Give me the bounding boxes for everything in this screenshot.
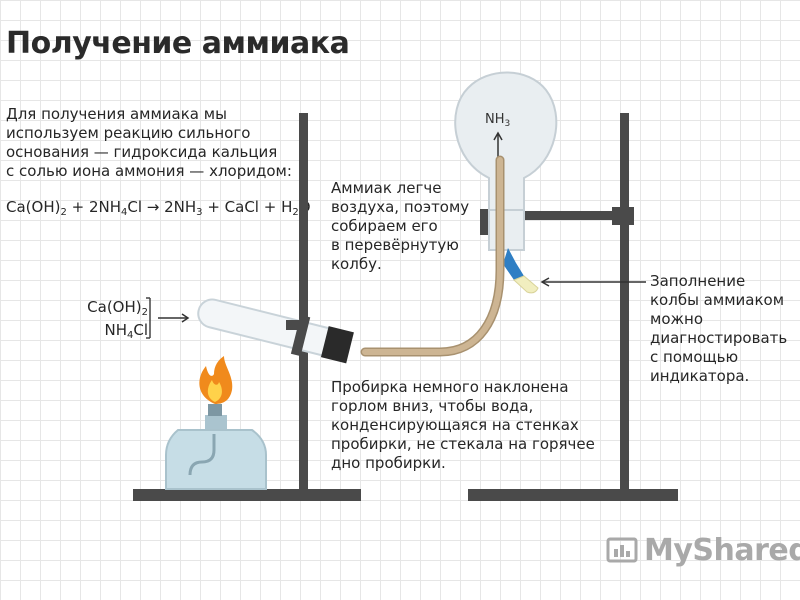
eq-part: Cl → 2NH <box>127 198 197 216</box>
eq-part: + 2NH <box>66 198 121 216</box>
reagent-sub: 4 <box>126 330 134 341</box>
right-clamp-boss <box>612 207 634 225</box>
note-line: Аммиак легче <box>331 179 442 197</box>
reaction-equation: Ca(OH)2 + 2NH4Cl → 2NH3 + CaCl + H2O <box>6 198 311 219</box>
reagent-arrow-head <box>181 313 190 323</box>
right-stand-base <box>468 489 678 501</box>
flame-core <box>207 380 222 402</box>
watermark-text: MyShared <box>644 533 800 568</box>
note-line: индикатора. <box>650 367 750 385</box>
wick-holder <box>208 404 222 416</box>
eq-sub: 4 <box>121 207 128 218</box>
flask-clamp-left <box>480 209 489 235</box>
note-indicator: Заполнение колбы аммиаком можно диагност… <box>650 272 798 386</box>
delivery-tube <box>362 157 503 355</box>
indicator-paper-dry <box>513 275 539 294</box>
flask-neck <box>488 209 525 251</box>
note-line: колбы аммиаком <box>650 291 785 309</box>
round-flask <box>454 71 558 211</box>
intro-line: используем реакцию сильного <box>6 124 251 142</box>
intro-line: основания — гидроксида кальция <box>6 143 278 161</box>
note-line: горлом вниз, чтобы вода, <box>331 397 534 415</box>
note-line: в перевёрнутую <box>331 236 459 254</box>
flask-gas-label: NH3 <box>485 112 510 129</box>
note-line: можно <box>650 310 703 328</box>
eq-sub: 3 <box>196 207 203 218</box>
note-line: пробирки, не стекала на горячее <box>331 435 595 453</box>
note-line: дно пробирки. <box>331 454 446 472</box>
flame-icon <box>199 356 233 404</box>
delivery-tube-outline <box>360 155 505 357</box>
intro-line: с солью иона аммония — хлоридом: <box>6 162 292 180</box>
intro-line: Для получения аммиака мы <box>6 105 227 123</box>
left-stand-rod <box>299 113 308 491</box>
test-tube-stopper <box>320 326 354 364</box>
note-line: диагностировать <box>650 329 788 347</box>
eq-part: + CaCl + H <box>202 198 293 216</box>
left-clamp-boss <box>286 320 306 330</box>
reagents-label: Ca(OH)2 NH4Cl <box>72 297 148 343</box>
note-line: конденсирующаяся на стенках <box>331 416 579 434</box>
note-line: колбу. <box>331 255 382 273</box>
myshared-logo-icon <box>606 537 638 562</box>
reagent-caoh2: Ca(OH)2 <box>72 297 148 320</box>
eq-part: Ca(OH) <box>6 198 61 216</box>
right-stand-rod <box>620 113 629 491</box>
watermark-logo: MyShared <box>606 533 800 568</box>
indicator-arrow-head <box>540 277 550 287</box>
reagent-text: NH <box>104 321 127 339</box>
note-tube: Пробирка немного наклонена горлом вниз, … <box>331 378 601 473</box>
reagent-text: Cl <box>133 321 148 339</box>
reagent-sub: 2 <box>141 307 148 318</box>
note-ammonia: Аммиак легче воздуха, поэтому собираем е… <box>331 179 491 274</box>
page-title: Получение аммиака <box>6 26 350 61</box>
reagent-text: Ca(OH) <box>87 298 142 316</box>
test-tube-group <box>197 298 354 364</box>
lamp-wick <box>188 434 216 476</box>
note-line: собираем его <box>331 217 438 235</box>
left-stand-base <box>133 489 361 501</box>
reagent-bracket-ends <box>146 297 150 339</box>
indicator-paper-wet <box>503 248 524 281</box>
note-line: воздуха, поэтому <box>331 198 470 216</box>
note-line: с помощью <box>650 348 739 366</box>
reagent-nh4cl: NH4Cl <box>72 320 148 343</box>
eq-sub: 2 <box>292 207 299 218</box>
note-line: Заполнение <box>650 272 746 290</box>
spirit-lamp <box>165 429 267 490</box>
intro-text: Для получения аммиака мы используем реак… <box>6 105 306 181</box>
right-clamp-arm <box>520 211 624 220</box>
eq-sub: 2 <box>60 207 67 218</box>
note-line: Пробирка немного наклонена <box>331 378 569 396</box>
nh3-arrow-head <box>493 131 503 141</box>
